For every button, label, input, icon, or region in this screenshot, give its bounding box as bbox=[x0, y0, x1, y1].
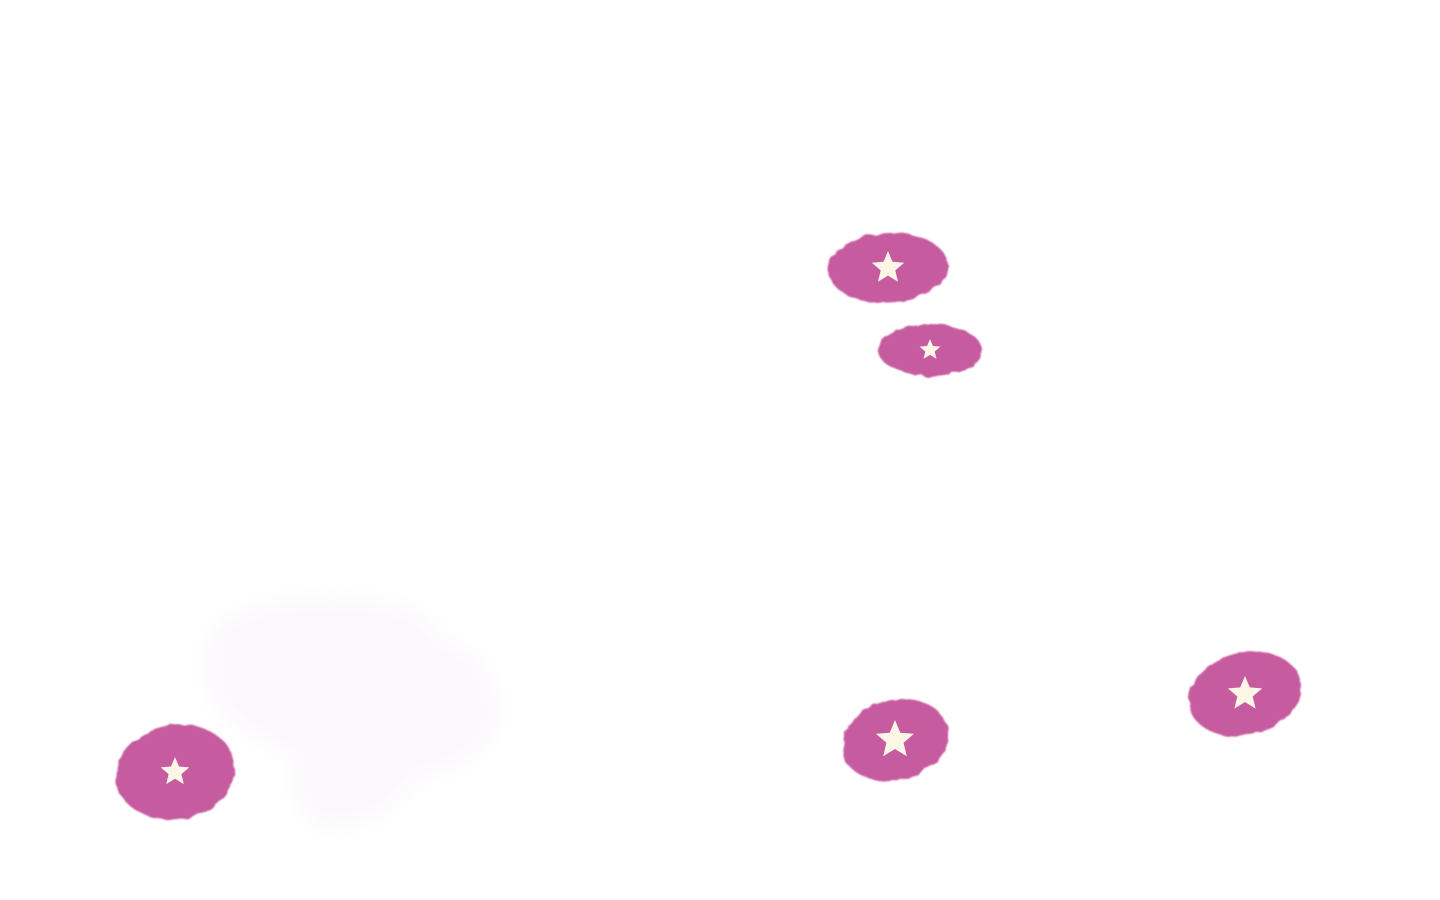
pink-blob-target[interactable] bbox=[1179, 640, 1310, 749]
pink-blob-target[interactable] bbox=[832, 687, 957, 792]
faint-smudge bbox=[210, 600, 496, 826]
star-icon bbox=[876, 720, 914, 757]
star-icon bbox=[919, 339, 941, 359]
star-icon bbox=[160, 757, 190, 785]
pink-blob-target[interactable] bbox=[826, 230, 949, 306]
star-icon bbox=[871, 251, 905, 282]
pink-blob-target[interactable] bbox=[108, 715, 242, 828]
star-icon bbox=[1227, 676, 1263, 709]
pink-blob-target[interactable] bbox=[878, 324, 982, 376]
